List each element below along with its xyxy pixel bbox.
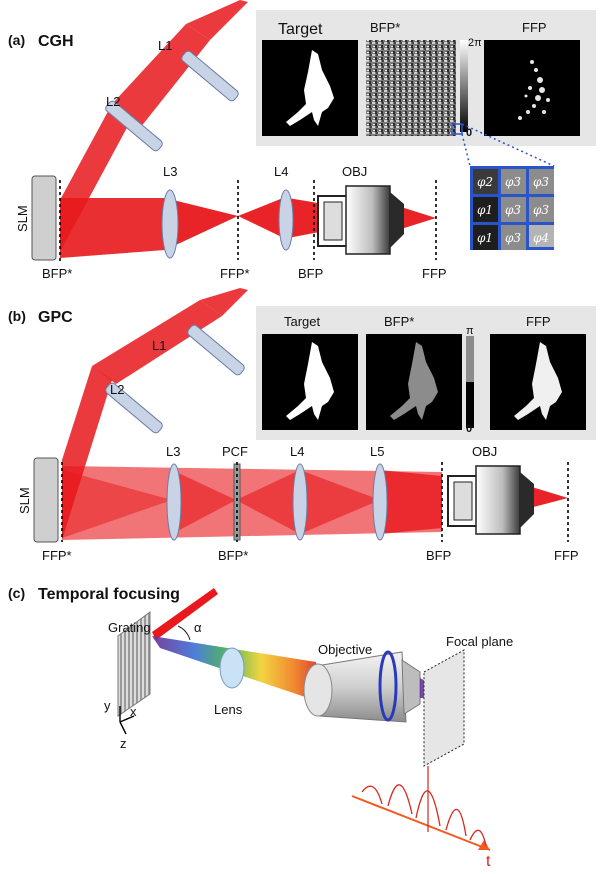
plane-b-ffp-star: FFP* — [42, 548, 72, 563]
grating-c-label: Grating — [108, 620, 151, 635]
colorbar-a — [460, 40, 468, 132]
inset-a-title-bfp: BFP* — [370, 20, 400, 35]
plane-b-bfp-star: BFP* — [218, 548, 248, 563]
plane-a-ffp: FFP — [422, 266, 447, 281]
phase-cell-3: φ3 — [533, 175, 549, 189]
objective-b-label: OBJ — [472, 444, 497, 459]
lens-c-label: Lens — [214, 702, 243, 717]
phase-cell-4: φ1 — [477, 203, 493, 217]
phase-grid-a: φ2 φ3 φ3 φ1 φ3 φ3 φ1 φ3 φ4 — [470, 166, 554, 250]
pcf-b-label: PCF — [222, 444, 248, 459]
lens-l4-a: L4 — [274, 164, 294, 251]
lens-c: Lens — [214, 647, 245, 717]
lens-l3-a-label: L3 — [163, 164, 177, 179]
panel-a-beam — [60, 0, 436, 258]
bfp-phase-image-a — [366, 40, 456, 136]
panel-b: (b) GPC SLM L1 L2 L3 — [8, 288, 596, 563]
lens-l4-a-label: L4 — [274, 164, 288, 179]
lens-l5-b: L5 — [370, 444, 388, 541]
objective-b: OBJ — [447, 444, 534, 535]
inset-b-title-ffp: FFP — [526, 314, 551, 329]
planes-b — [61, 462, 569, 542]
lens-l1-a: L1 — [158, 38, 239, 102]
angle-c-label: α — [194, 620, 202, 635]
lens-l2-a: L2 — [105, 94, 163, 152]
lens-l2-a-label: L2 — [106, 94, 120, 109]
colorbar-a-bottom: 0 — [466, 127, 472, 139]
axis-z-label: z — [120, 736, 127, 751]
lens-l2-b-label: L2 — [110, 382, 124, 397]
lens-l3-b-label: L3 — [166, 444, 180, 459]
lens-l2-b: L2 — [105, 382, 163, 434]
objective-a-label: OBJ — [342, 164, 367, 179]
lens-l3-b: L3 — [166, 444, 182, 541]
axis-y-label: y — [104, 698, 111, 713]
slm-a: SLM — [15, 175, 57, 261]
colorbar-b-top: π — [466, 325, 474, 337]
time-pulses-c: t — [351, 766, 491, 870]
panel-a-letter: (a) — [8, 32, 25, 48]
phase-cell-2: φ3 — [505, 175, 521, 189]
objective-c: Objective — [303, 642, 421, 723]
axis-x-label: x — [130, 704, 137, 719]
lens-l3-a: L3 — [161, 164, 179, 259]
lens-l1-b: L1 — [152, 324, 245, 376]
inset-b-title-bfp: BFP* — [384, 314, 414, 329]
panel-a-title: CGH — [38, 33, 74, 50]
lens-l5-b-label: L5 — [370, 444, 384, 459]
colorbar-b-bottom: 0 — [466, 423, 472, 435]
inset-b: Target BFP* FFP π 0 — [256, 306, 596, 440]
objective-c-label: Objective — [318, 642, 372, 657]
inset-a-title-ffp: FFP — [522, 20, 547, 35]
panel-c-letter: (c) — [8, 585, 25, 601]
panel-c: (c) Temporal focusing Grating α Lens Obj… — [8, 585, 513, 870]
axes-c: y x z — [104, 698, 137, 751]
inset-b-title-target: Target — [284, 314, 321, 329]
time-axis-label: t — [486, 853, 491, 870]
plane-a-bfp-star: BFP* — [42, 266, 72, 281]
lens-l4-b: L4 — [290, 444, 308, 541]
incident-beam-c — [152, 588, 218, 640]
focal-plane-c-label: Focal plane — [446, 634, 513, 649]
lens-l1-a-label: L1 — [158, 38, 172, 53]
slm-a-label: SLM — [15, 205, 30, 232]
panel-b-beam — [62, 288, 568, 540]
plane-b-ffp: FFP — [554, 548, 579, 563]
objective-a: OBJ — [317, 164, 404, 255]
panel-c-title: Temporal focusing — [38, 586, 180, 603]
colorbar-a-top: 2π — [468, 37, 482, 49]
inset-a-title-target: Target — [278, 21, 323, 38]
panel-b-letter: (b) — [8, 308, 26, 324]
plane-a-ffp-star: FFP* — [220, 266, 250, 281]
lens-l4-b-label: L4 — [290, 444, 304, 459]
planes-a — [59, 180, 437, 262]
phase-cell-7: φ1 — [477, 231, 493, 245]
slm-b: SLM — [17, 457, 59, 543]
phase-cell-1: φ2 — [477, 175, 493, 189]
slm-b-label: SLM — [17, 487, 32, 514]
zoom-connector-a — [461, 123, 555, 167]
inset-a: Target BFP* FFP 2π 0 — [256, 10, 596, 146]
lens-l1-b-label: L1 — [152, 338, 166, 353]
plane-b-bfp: BFP — [426, 548, 451, 563]
phase-cell-9: φ4 — [533, 231, 549, 245]
phase-cell-8: φ3 — [505, 231, 521, 245]
grating-c: Grating — [108, 611, 151, 717]
phase-cell-5: φ3 — [505, 203, 521, 217]
phase-cell-6: φ3 — [533, 203, 549, 217]
panel-a: (a) CGH SLM L1 L2 L3 — [8, 0, 596, 281]
panel-b-title: GPC — [38, 309, 73, 326]
plane-a-bfp: BFP — [298, 266, 323, 281]
focal-plane-c: Focal plane — [423, 634, 513, 767]
